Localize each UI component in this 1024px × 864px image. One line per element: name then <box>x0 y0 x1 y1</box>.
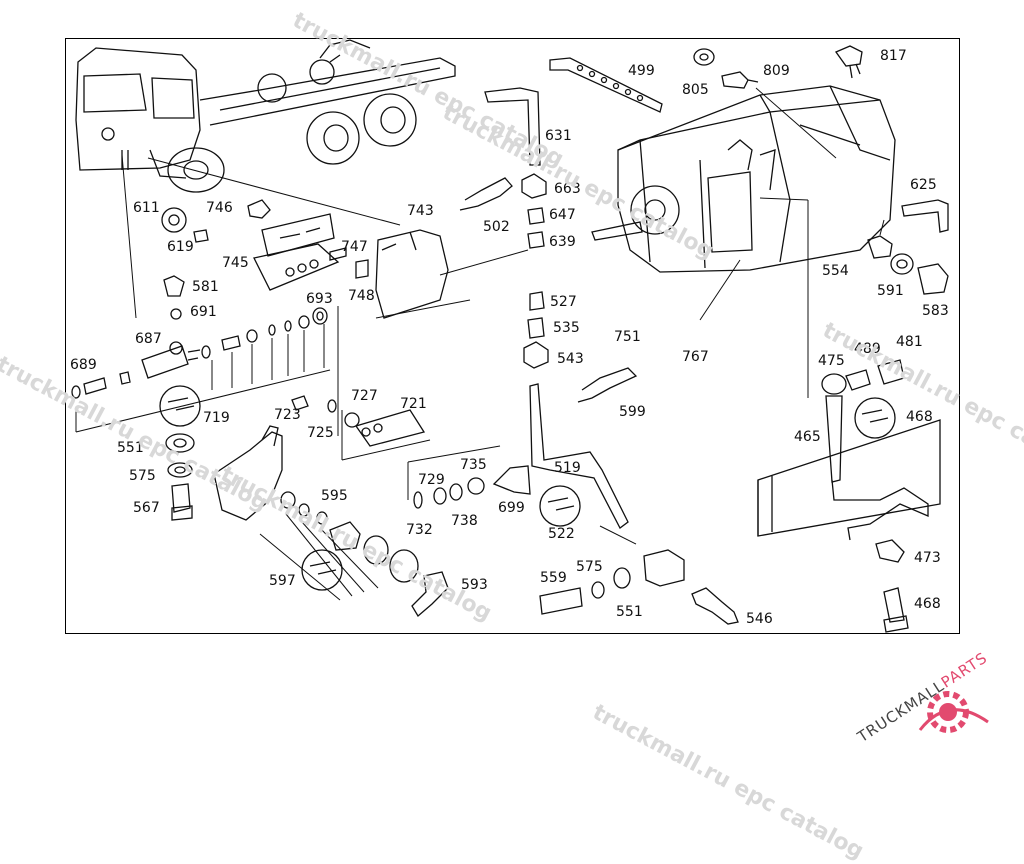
truck-illustration <box>75 39 456 193</box>
gearbox-illustration <box>591 85 896 273</box>
wrench-symbols <box>159 385 896 591</box>
parts-lower-middle <box>413 367 739 625</box>
parts-lower-left <box>165 395 449 617</box>
callout: 727 <box>351 388 378 404</box>
callout: 595 <box>321 488 348 504</box>
callout: 575 <box>129 468 156 484</box>
bracket-parts <box>161 199 449 320</box>
exploded-parts-diagram <box>71 39 949 633</box>
callout: 746 <box>206 200 233 216</box>
fitting-row-left <box>71 307 328 399</box>
callout: 475 <box>818 353 845 369</box>
callout: 693 <box>306 291 333 307</box>
callout: 805 <box>682 82 709 98</box>
callout: 747 <box>341 239 368 255</box>
callout: 738 <box>451 513 478 529</box>
callout: 465 <box>794 429 821 445</box>
callout: 751 <box>614 329 641 345</box>
callout: 699 <box>498 500 525 516</box>
callout: 725 <box>307 425 334 441</box>
callout: 687 <box>135 331 162 347</box>
callout: 522 <box>548 526 575 542</box>
callout: 619 <box>167 239 194 255</box>
diagram-frame <box>65 38 960 634</box>
callout: 473 <box>914 550 941 566</box>
callout: 748 <box>348 288 375 304</box>
callout: 631 <box>545 128 572 144</box>
callout: 817 <box>880 48 907 64</box>
callout: 729 <box>418 472 445 488</box>
truckmallparts-logo: TRUCKMALLPARTS <box>854 649 1018 748</box>
callout: 519 <box>554 460 581 476</box>
callout: 767 <box>682 349 709 365</box>
callout: 502 <box>483 219 510 235</box>
callout: 647 <box>549 207 576 223</box>
callout: 721 <box>400 396 427 412</box>
callout: 554 <box>822 263 849 279</box>
callout: 691 <box>190 304 217 320</box>
callout: 575 <box>576 559 603 575</box>
callout: 719 <box>203 410 230 426</box>
callout: 599 <box>619 404 646 420</box>
callout: 597 <box>269 573 296 589</box>
callout: 499 <box>628 63 655 79</box>
callout: 481 <box>896 334 923 350</box>
callout: 551 <box>117 440 144 456</box>
callout: 591 <box>877 283 904 299</box>
callout: 689 <box>70 357 97 373</box>
callout: 809 <box>763 63 790 79</box>
callout: 735 <box>460 457 487 473</box>
callout: 743 <box>407 203 434 219</box>
callout: 732 <box>406 522 433 538</box>
callout: 468 <box>906 409 933 425</box>
parts-right <box>757 199 949 633</box>
callout: 535 <box>553 320 580 336</box>
callout: 489 <box>854 341 881 357</box>
callout: 543 <box>557 351 584 367</box>
gear-logo-icon <box>918 691 989 733</box>
callout: 625 <box>910 177 937 193</box>
callout: 581 <box>192 279 219 295</box>
callout: 583 <box>922 303 949 319</box>
callout: 559 <box>540 570 567 586</box>
callout: 611 <box>133 200 160 216</box>
callout: 593 <box>461 577 488 593</box>
callout: 567 <box>133 500 160 516</box>
callout: 723 <box>274 407 301 423</box>
callout: 468 <box>914 596 941 612</box>
parts-upper <box>459 45 863 369</box>
callout: 663 <box>554 181 581 197</box>
callout: 527 <box>550 294 577 310</box>
callout: 551 <box>616 604 643 620</box>
callout: 546 <box>746 611 773 627</box>
callout: 639 <box>549 234 576 250</box>
callout: 745 <box>222 255 249 271</box>
